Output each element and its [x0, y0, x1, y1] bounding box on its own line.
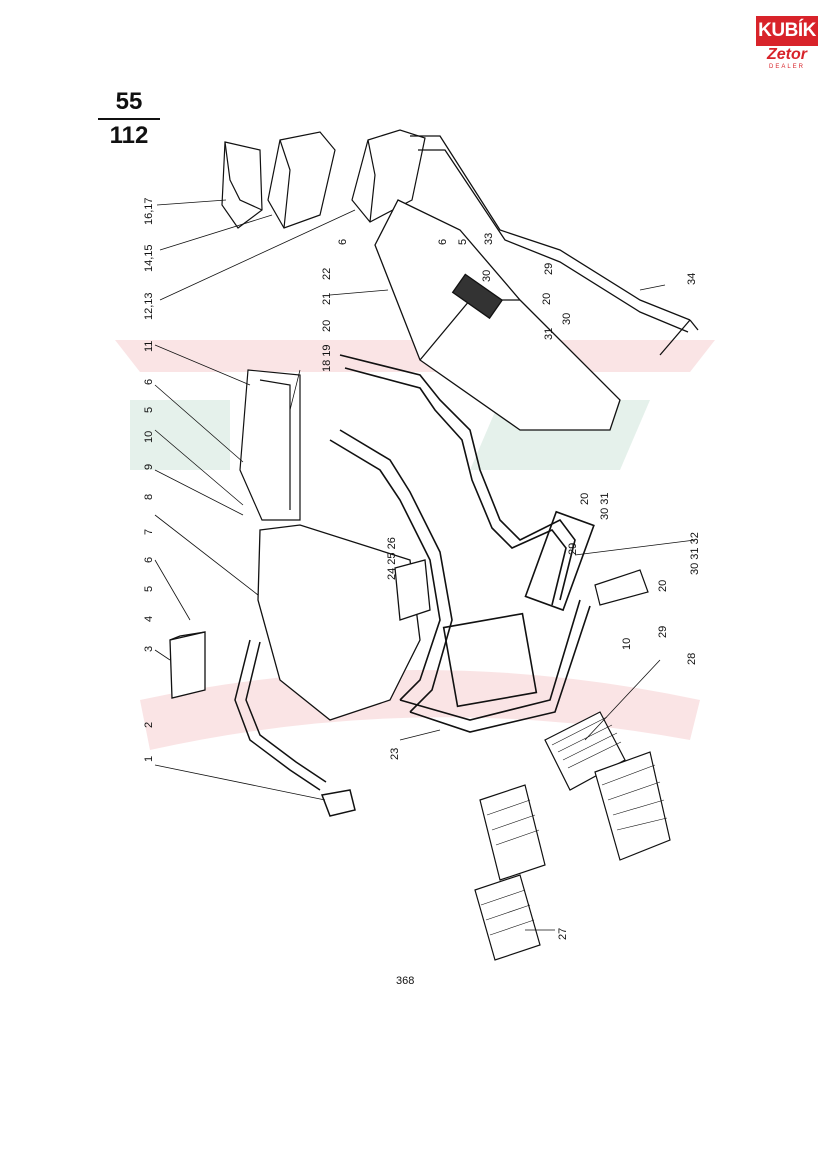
callout-6: 6	[143, 379, 155, 385]
callout-6c: 6	[337, 239, 349, 245]
callout-8: 8	[143, 494, 155, 500]
callout-20c: 20	[579, 493, 591, 505]
fender-panels	[221, 129, 426, 229]
callout-27: 27	[557, 928, 569, 940]
callout-23: 23	[389, 748, 401, 760]
side-bracket	[594, 569, 649, 606]
callout-9: 9	[143, 464, 155, 470]
callout-10b: 10	[621, 638, 633, 650]
callout-16-17: 16,17	[143, 197, 155, 225]
callout-24-25-26: 24 25 26	[386, 537, 398, 580]
callout-29b: 29	[567, 543, 579, 555]
callout-12-13: 12,13	[143, 292, 155, 320]
figure-number-bottom: 112	[109, 122, 149, 149]
logo-brand: KUBÍK	[756, 16, 818, 46]
callout-labels: 16,17 14,15 12,13 11 6 5 10 9 8 7 6 5 4 …	[143, 197, 701, 940]
figure-number: 55 112	[98, 88, 160, 150]
callout-30a: 30	[481, 270, 493, 282]
leader-lines	[154, 199, 696, 931]
callout-3: 3	[143, 646, 155, 652]
callout-10: 10	[143, 431, 155, 443]
page-number: 368	[396, 975, 415, 987]
callout-6d: 6	[437, 239, 449, 245]
callout-18-19: 18 19	[321, 344, 333, 372]
callout-20a: 20	[321, 320, 333, 332]
callout-30-31-32: 30 31 32	[689, 532, 701, 575]
callout-14-15: 14,15	[143, 244, 155, 272]
kubik-zetor-logo: KUBÍK Zetor DEALER	[756, 16, 818, 72]
logo-tag: DEALER	[768, 64, 805, 70]
frame-tube	[234, 639, 356, 817]
callout-20d: 20	[657, 580, 669, 592]
callout-1: 1	[143, 756, 155, 762]
logo-sub-text: Zetor	[767, 46, 807, 63]
callout-31a: 31	[543, 328, 555, 340]
battery-box	[169, 631, 206, 699]
figure-number-top: 55	[115, 88, 143, 115]
callout-21: 21	[321, 293, 333, 305]
callout-22: 22	[321, 268, 333, 280]
step-plates	[474, 711, 671, 961]
callout-11: 11	[143, 341, 155, 352]
callout-29a: 29	[543, 263, 555, 275]
callout-34: 34	[686, 273, 698, 285]
callout-7: 7	[143, 529, 155, 535]
callout-6b: 6	[143, 557, 155, 563]
figure-number-divider	[98, 118, 160, 120]
callout-5: 5	[143, 407, 155, 413]
logo-sub: Zetor DEALER	[756, 46, 818, 72]
callout-30b: 30	[561, 313, 573, 325]
callout-28: 28	[686, 653, 698, 665]
side-hood-panel	[374, 199, 621, 431]
callout-20b: 20	[541, 293, 553, 305]
callout-30-31: 30 31	[599, 492, 611, 520]
callout-33: 33	[483, 233, 495, 245]
support-bracket	[239, 369, 301, 521]
cab-frame	[329, 354, 595, 733]
callout-5b: 5	[143, 586, 155, 592]
callout-4: 4	[143, 616, 155, 622]
callout-5c: 5	[457, 239, 469, 245]
fender-rail	[410, 135, 699, 356]
floor-panel	[257, 524, 431, 721]
callout-2: 2	[143, 722, 155, 728]
callout-29c: 29	[657, 626, 669, 638]
